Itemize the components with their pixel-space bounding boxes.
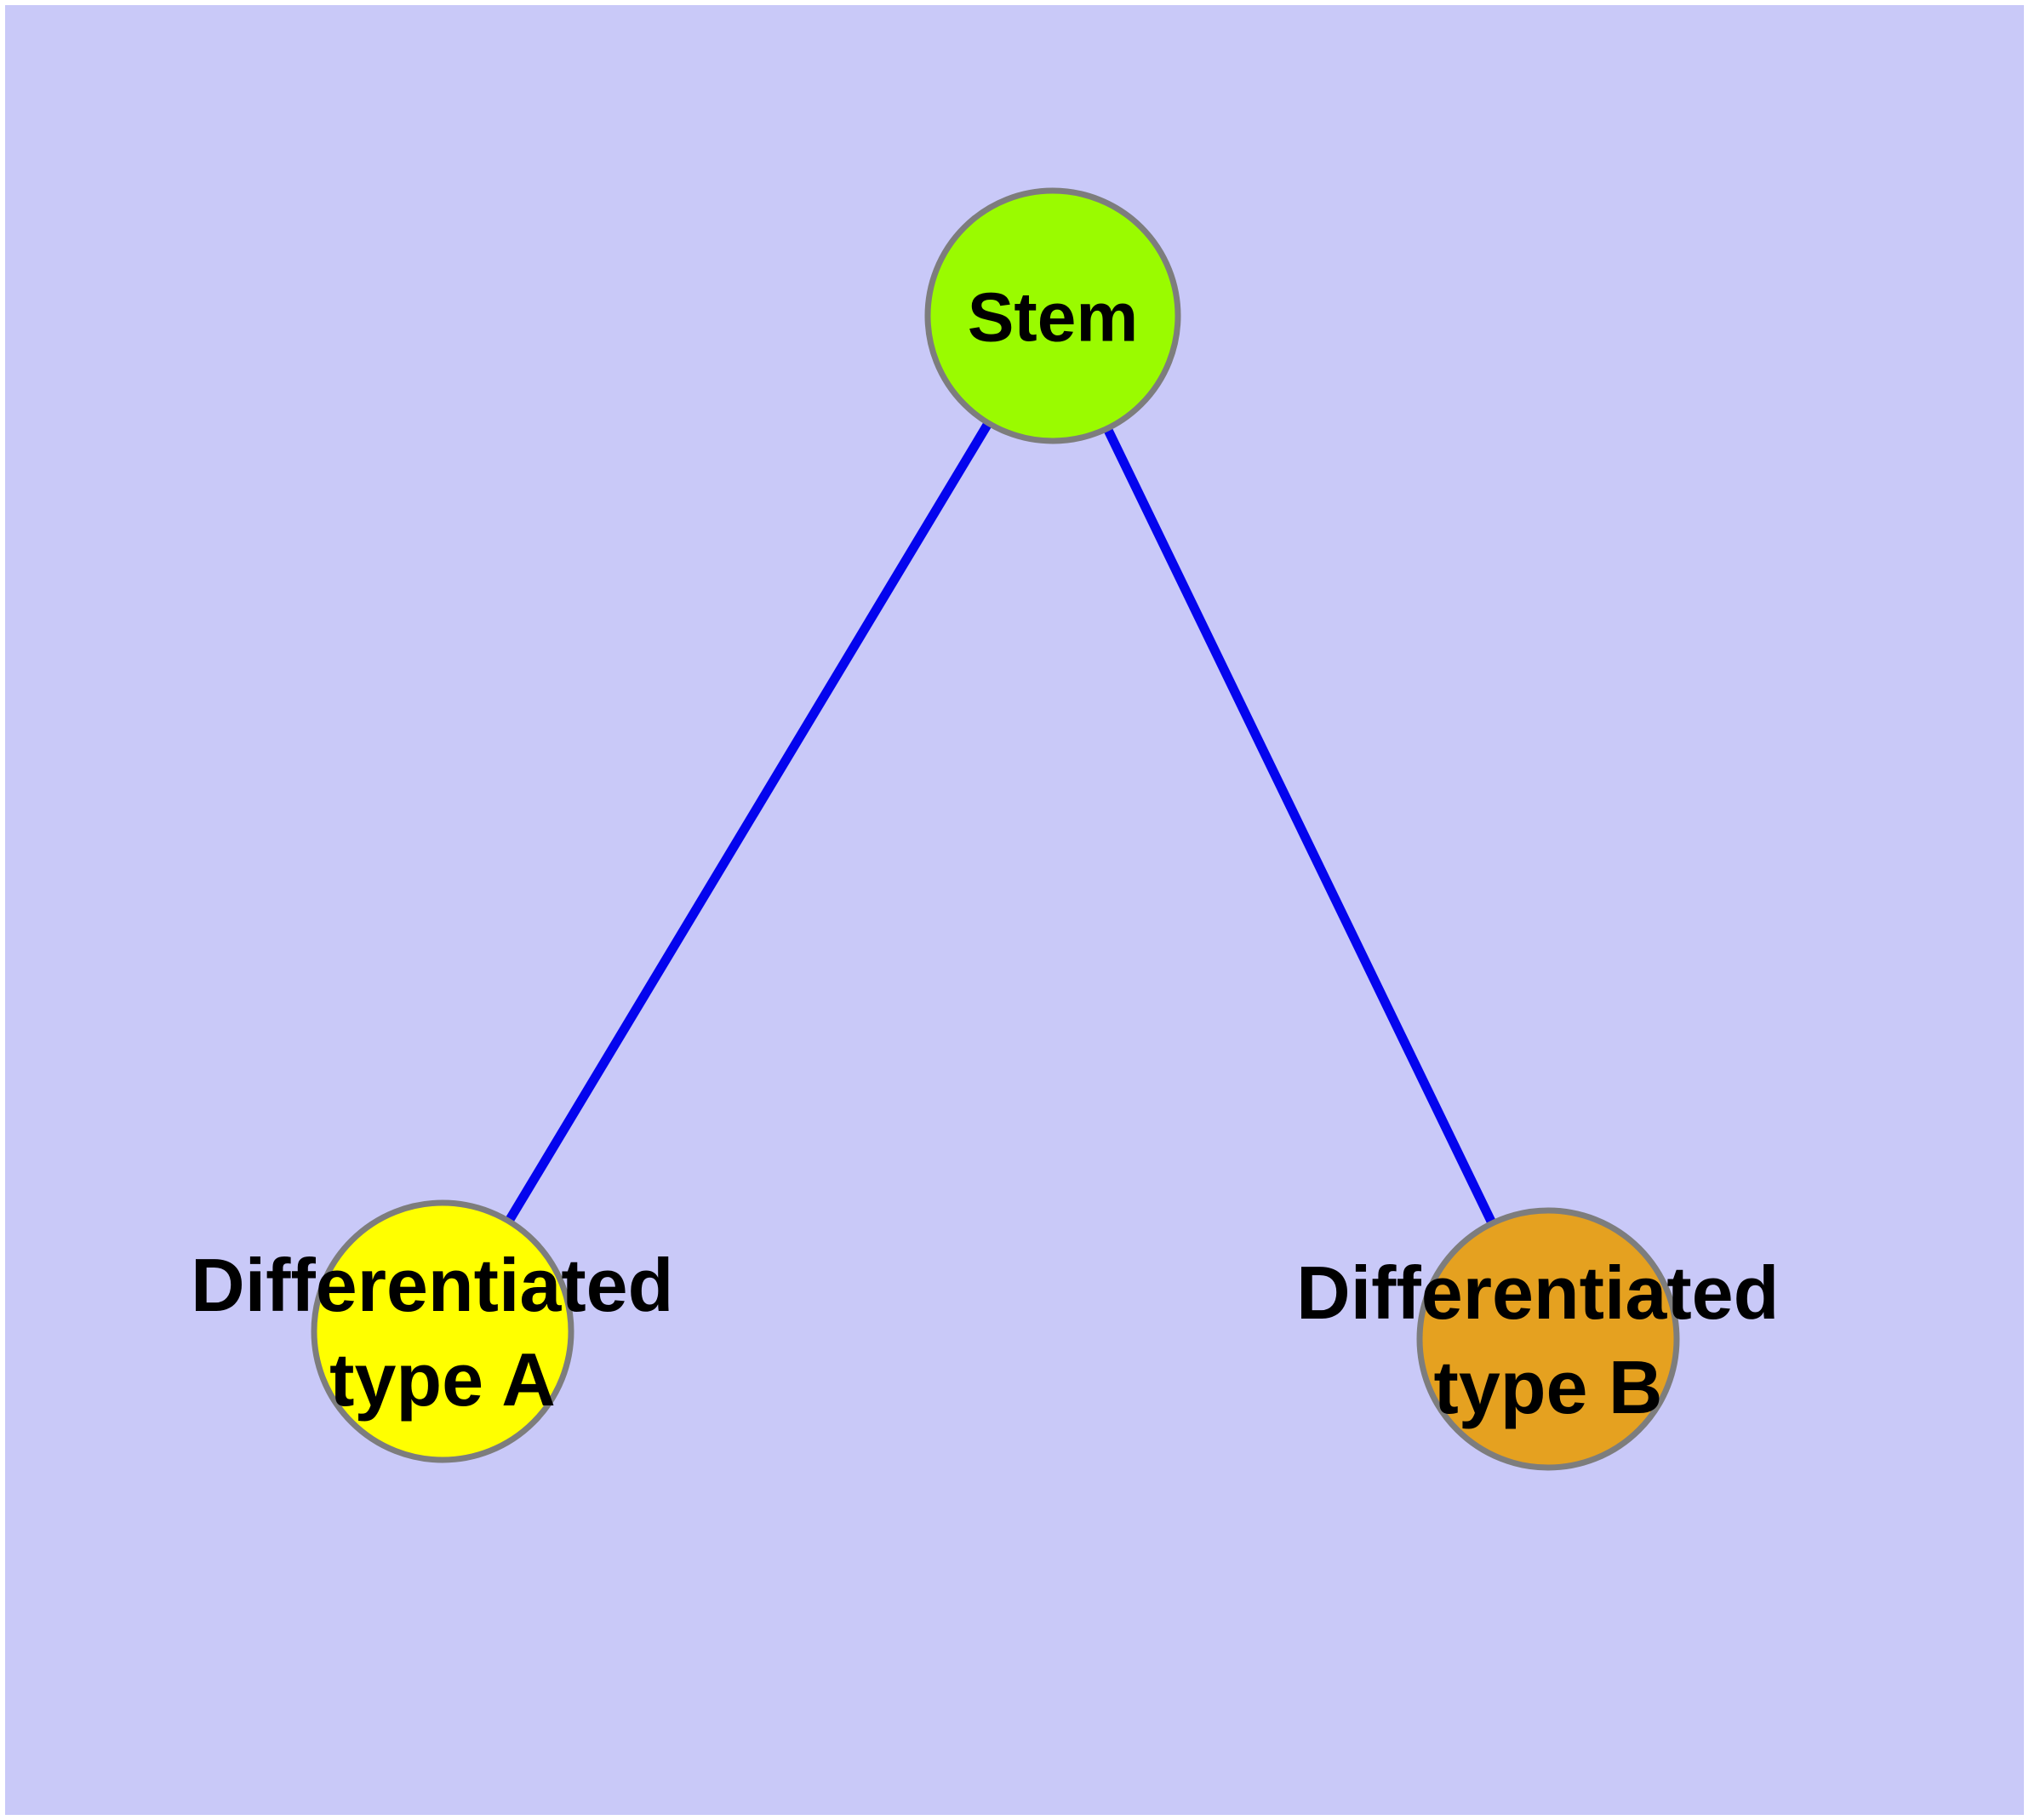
node-differentiated-type-a xyxy=(311,1199,574,1463)
node-type-b-label-line1: Differentiated xyxy=(1296,1251,1779,1335)
node-type-b-label-line2: type B xyxy=(1434,1345,1663,1429)
edge-stem-to-type-b xyxy=(1049,313,1552,1342)
node-differentiated-type-b xyxy=(1416,1207,1680,1471)
node-stem-label: Stem xyxy=(968,279,1139,357)
node-type-a-label: Differentiated type A xyxy=(191,1243,694,1422)
node-stem xyxy=(924,187,1181,444)
edge-stem-to-type-a xyxy=(438,313,1057,1334)
node-type-b-label: Differentiated type B xyxy=(1296,1251,1800,1429)
node-type-a-label-line2: type A xyxy=(329,1337,556,1422)
node-type-a-label-line1: Differentiated xyxy=(191,1243,673,1327)
